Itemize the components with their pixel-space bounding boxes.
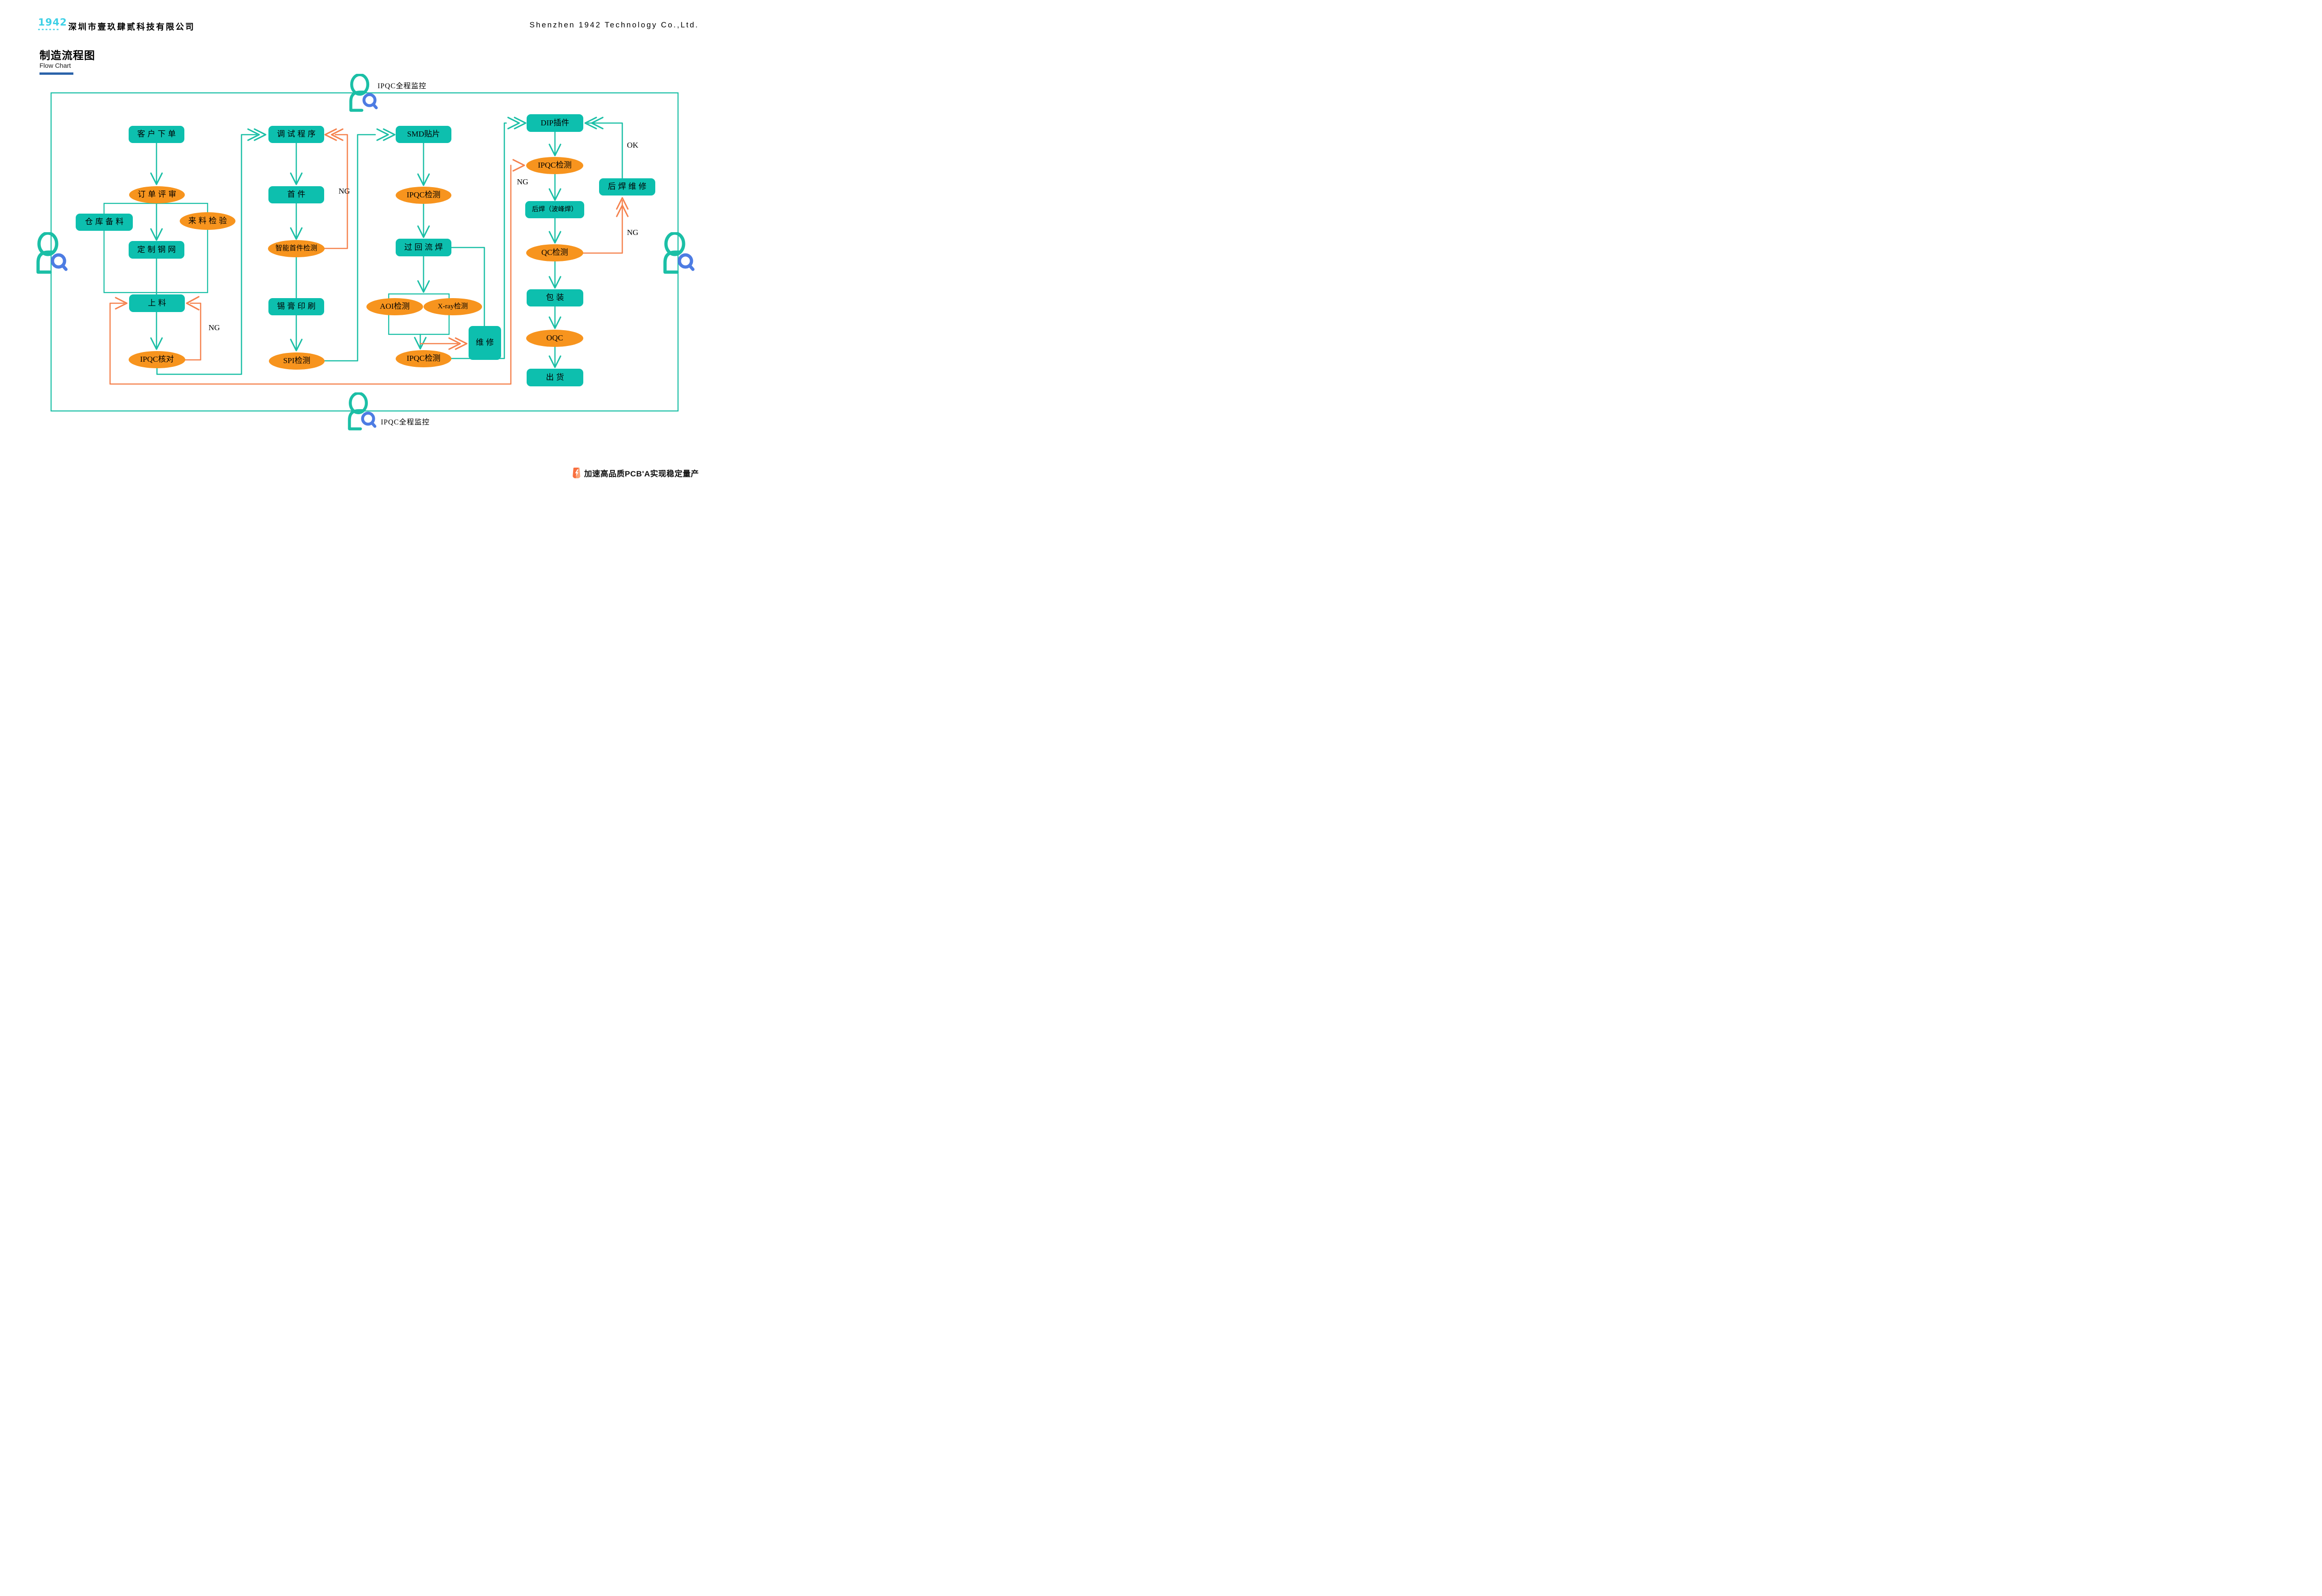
node-program-debug: 调试程序 (268, 126, 324, 143)
edge-label-ng-loading-loop: NG (209, 323, 220, 332)
company-name-cn: 深圳市壹玖肆贰科技有限公司 (68, 22, 195, 32)
page-title: 制造流程图 (39, 49, 95, 61)
company-logo: 1942 (38, 18, 66, 30)
node-repair: 维修 (469, 326, 501, 360)
title-underline (39, 72, 73, 75)
node-custom-stencil: 定制钢网 (129, 241, 184, 259)
node-solder-paste-printing: 锡膏印刷 (268, 298, 324, 315)
orange-edges (109, 128, 629, 385)
node-spi-inspection: SPI检测 (269, 352, 325, 370)
node-packaging: 包装 (527, 289, 583, 306)
node-customer-order: 客户下单 (129, 126, 184, 143)
node-ipqc-inspection-post-reflow: IPQC检测 (396, 350, 451, 367)
node-qc-inspection: QC检测 (526, 244, 583, 261)
node-order-review: 订单评审 (129, 186, 185, 203)
ipqc-monitor-person-icon-top (347, 74, 378, 113)
edge-label-ok-repair: OK (627, 141, 639, 150)
node-ipqc-inspection-smd: IPQC检测 (396, 187, 451, 204)
node-shipment: 出货 (527, 369, 583, 386)
node-post-solder-repair: 后焊维修 (599, 178, 655, 195)
edge-label-ng-first-article: NG (339, 187, 350, 195)
node-ipqc-inspection-dip: IPQC检测 (526, 157, 583, 174)
node-smart-first-article-inspection: 智能首件检测 (268, 240, 325, 257)
node-wave-soldering: 后焊（波峰焊） (525, 201, 584, 218)
ipqc-monitor-person-icon-bottom (346, 392, 377, 431)
node-incoming-inspection: 来料检验 (180, 212, 235, 230)
logo-text: 1942 (38, 17, 67, 28)
edge-label-ng-dip-ipqc: NG (517, 177, 528, 186)
ipqc-monitor-label-top: IPQC全程监控 (378, 82, 427, 90)
edge-label-ng-qc: NG (627, 228, 639, 237)
node-smd-placement: SMD贴片 (396, 126, 451, 143)
footer-tagline: 加速高品质PCB'A实现稳定量产 (572, 467, 699, 479)
company-name-en: Shenzhen 1942 Technology Co.,Ltd. (529, 21, 699, 29)
node-ipqc-check: IPQC核对 (129, 351, 185, 368)
node-reflow-soldering: 过回流焊 (396, 239, 451, 256)
logo-subtext-decoration (38, 29, 59, 30)
node-dip-insertion: DIP插件 (527, 114, 583, 132)
node-aoi-inspection: AOI检测 (366, 298, 423, 315)
ipqc-monitor-person-icon-left (34, 232, 68, 275)
ipqc-monitor-person-icon-right (661, 232, 695, 275)
node-warehouse-prep: 仓库备料 (76, 214, 133, 231)
ipqc-monitor-label-bottom: IPQC全程监控 (381, 418, 430, 426)
lightning-bolt-icon (572, 468, 580, 478)
node-first-article: 首件 (268, 186, 324, 203)
teal-edges (150, 117, 623, 375)
node-xray-inspection: X-ray检测 (424, 298, 482, 315)
footer-tagline-text: 加速高品质PCB'A实现稳定量产 (584, 469, 699, 478)
page-subtitle: Flow Chart (39, 62, 71, 69)
node-loading: 上料 (129, 294, 185, 312)
node-oqc: OQC (526, 330, 583, 347)
